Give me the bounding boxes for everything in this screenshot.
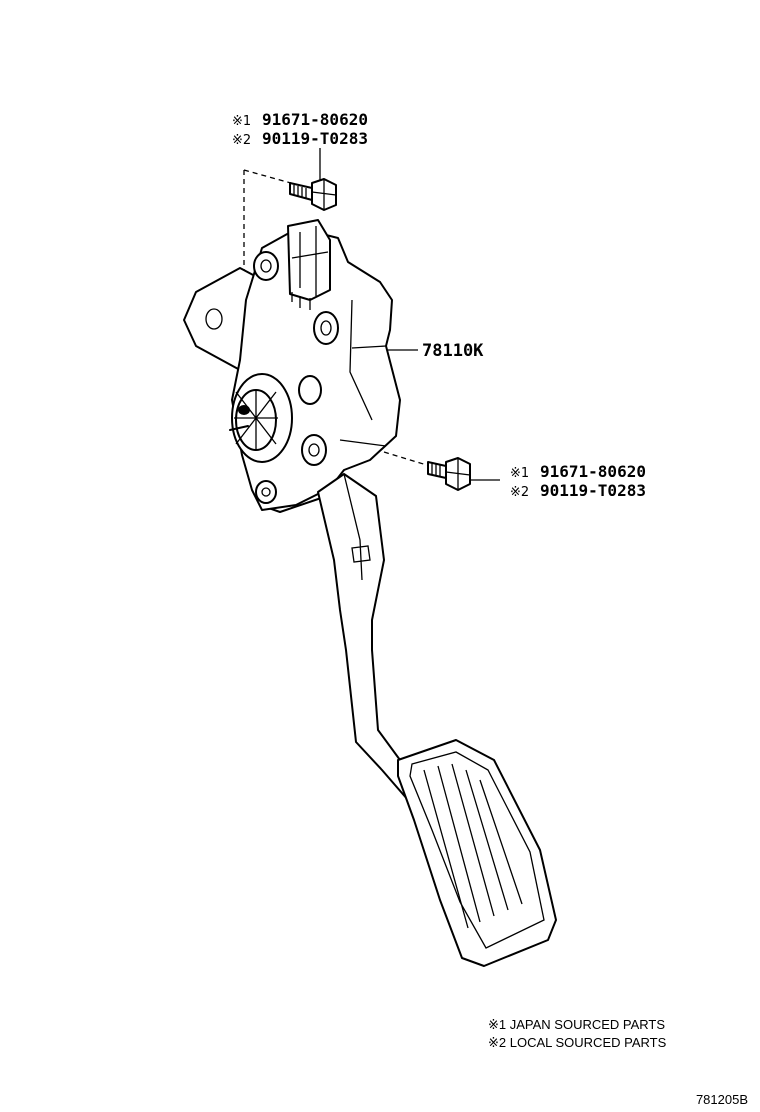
top-bolt-part-2: 90119-T0283 (262, 129, 368, 148)
lever-detail (343, 473, 371, 581)
housing-ribs (339, 299, 387, 447)
top-bolt (213, 169, 337, 329)
housing-bosses (253, 251, 339, 504)
figure-id: 781205B (696, 1092, 748, 1107)
bracket-hole (205, 308, 223, 330)
top-bolt-callout: ※1 91671-80620 ※2 90119-T0283 (232, 110, 368, 189)
connector-pins (291, 292, 311, 310)
side-bolt-part-2: 90119-T0283 (540, 481, 646, 500)
pedal-sensor-assembly (183, 219, 401, 513)
side-bolt-mark-2: ※2 (510, 485, 529, 500)
side-bolt (383, 451, 500, 491)
side-bolt-head-facets (445, 458, 471, 490)
rotary-sensor-hub (229, 373, 293, 463)
sensor-connector (287, 219, 331, 301)
legend-note-japan: ※1 JAPAN SOURCED PARTS (488, 1017, 665, 1032)
pedal-arm (317, 473, 419, 801)
top-bolt-dashed-guide (243, 169, 317, 191)
main-assembly-part: 78110K (422, 341, 484, 361)
side-bolt-shank (427, 461, 447, 479)
pedal-pad-inner (409, 751, 545, 949)
side-bolt-part-1: 91671-80620 (540, 462, 646, 481)
top-bolt-head-facets (311, 179, 337, 210)
top-bolt-shank (289, 182, 313, 201)
connector-detail (291, 226, 329, 296)
main-assembly-callout: 78110K (388, 341, 484, 361)
side-bolt-callout: ※1 91671-80620 ※2 90119-T0283 (510, 462, 646, 500)
top-bolt-part-1: 91671-80620 (262, 110, 368, 129)
top-bolt-thread (293, 185, 307, 198)
pedal-lever (317, 473, 419, 801)
pedal-pad (397, 739, 557, 967)
sourcing-legend: ※1 JAPAN SOURCED PARTS ※2 LOCAL SOURCED … (488, 1017, 667, 1050)
side-bolt-thread (431, 463, 441, 477)
side-bolt-mark-1: ※1 (510, 466, 529, 481)
top-bolt-mark-1: ※1 (232, 114, 251, 129)
top-bolt-mark-2: ※2 (232, 133, 251, 148)
side-bolt-dashed-guide (383, 451, 431, 467)
legend-note-local: ※2 LOCAL SOURCED PARTS (488, 1035, 667, 1050)
pedal-pad-grooves (423, 763, 523, 929)
